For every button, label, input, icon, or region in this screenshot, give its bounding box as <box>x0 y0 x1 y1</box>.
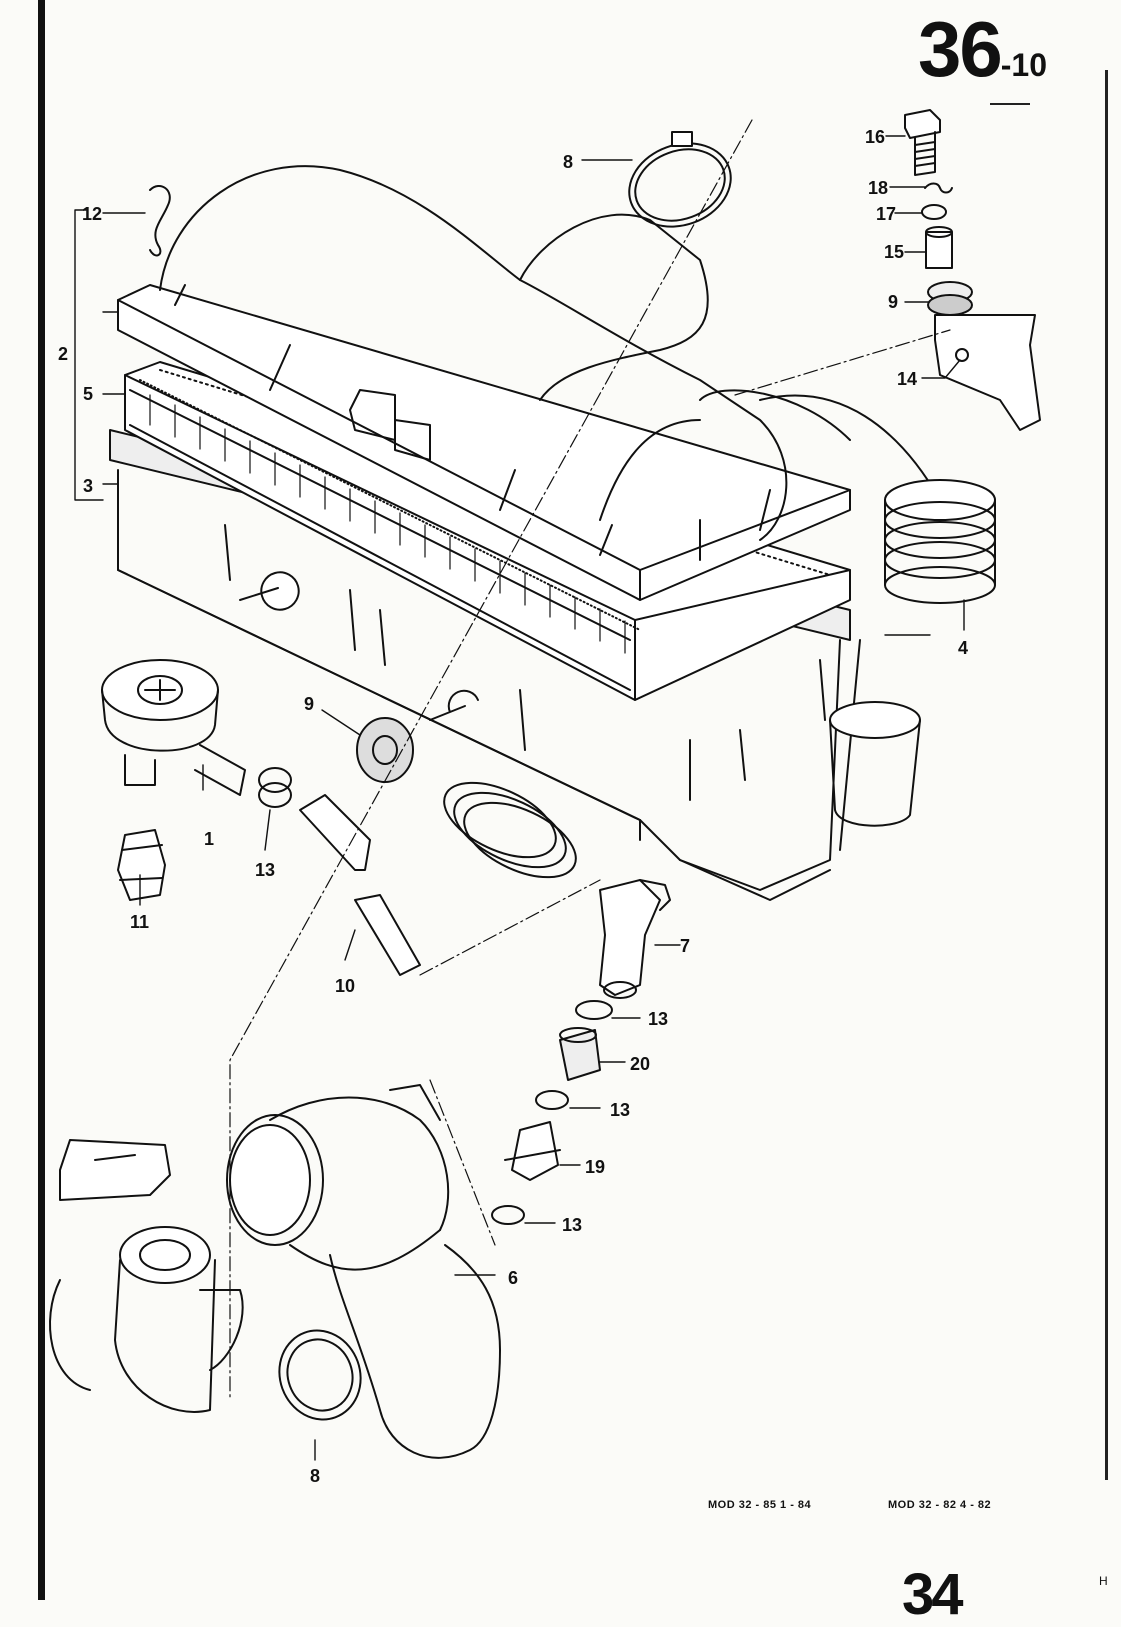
breather-valve-1 <box>101 659 246 796</box>
callout-1: 1 <box>204 829 214 849</box>
callout-9-mid: 9 <box>304 694 314 714</box>
callout-12: 12 <box>82 204 102 224</box>
page-number: 36-10 <box>918 10 1047 88</box>
assembly-center-lines <box>229 119 951 1401</box>
callout-16: 16 <box>865 127 885 147</box>
callout-11: 11 <box>130 912 149 932</box>
callout-13-b: 13 <box>610 1100 630 1120</box>
t-connector-7 <box>599 879 671 999</box>
callout-17: 17 <box>876 204 896 224</box>
right-margin-rule <box>1105 70 1108 1480</box>
intake-elbow-6 <box>226 1084 501 1459</box>
callout-8-bottom: 8 <box>310 1466 320 1486</box>
turbocharger <box>49 1139 362 1421</box>
leader-lines <box>74 135 965 1461</box>
binding-edge <box>38 0 45 1600</box>
callout-10: 10 <box>335 976 355 996</box>
hose-part-10 <box>299 794 421 976</box>
callout-13-left: 13 <box>255 860 275 880</box>
callout-6: 6 <box>508 1268 518 1288</box>
filter-cover <box>117 165 851 601</box>
footer-model-ref-left: MOD 32 - 85 1 - 84 <box>708 1499 812 1511</box>
rubber-mount-9-top <box>927 281 973 316</box>
page-number-sub: -10 <box>1000 47 1048 83</box>
callout-20: 20 <box>630 1054 650 1074</box>
hose-clamp-13-left <box>258 767 292 808</box>
next-section-number: 34 <box>902 1562 963 1627</box>
hose-clamp-8-top <box>628 131 732 228</box>
callout-19: 19 <box>585 1157 605 1177</box>
mounting-bracket <box>934 314 1041 431</box>
callout-13-a: 13 <box>648 1009 668 1029</box>
callout-8-top: 8 <box>563 152 573 172</box>
corrugated-sleeve <box>443 781 577 879</box>
filter-sleeve-20 <box>559 1027 601 1081</box>
footer-model-ref-right: MOD 32 - 82 4 - 82 <box>888 1499 992 1511</box>
header-rule <box>990 103 1030 105</box>
callout-9-top: 9 <box>888 292 898 312</box>
callout-2: 2 <box>58 344 68 364</box>
callout-18: 18 <box>868 178 888 198</box>
callout-3: 3 <box>83 476 93 496</box>
bolt-part-16 <box>904 109 941 176</box>
intake-corrugated-hose <box>759 394 996 827</box>
callout-14: 14 <box>897 369 917 389</box>
union-fitting-19 <box>504 1121 561 1181</box>
callout-7: 7 <box>680 936 690 956</box>
callout-5: 5 <box>83 384 93 404</box>
filter-element <box>124 361 851 701</box>
rubber-grommet-9-mid <box>356 717 414 783</box>
clip-part-12 <box>149 185 171 257</box>
callout-4: 4 <box>958 638 968 658</box>
callout-15: 15 <box>884 242 904 262</box>
spring-washer-18 <box>924 182 953 194</box>
callout-labels: 1 2 3 4 5 6 7 8 8 9 9 10 11 12 13 13 13 … <box>58 127 968 1486</box>
callout-13-c: 13 <box>562 1215 582 1235</box>
spacer-sleeve-15 <box>925 226 953 269</box>
hose-clamp-13-b <box>535 1090 569 1110</box>
hose-clamp-13-a <box>575 1000 613 1020</box>
corner-glyph: H <box>1099 1574 1108 1588</box>
cap-part-11 <box>117 829 166 901</box>
washer-17 <box>921 204 947 220</box>
hose-clamp-13-c <box>491 1205 525 1225</box>
page-number-main: 36 <box>918 5 1003 93</box>
